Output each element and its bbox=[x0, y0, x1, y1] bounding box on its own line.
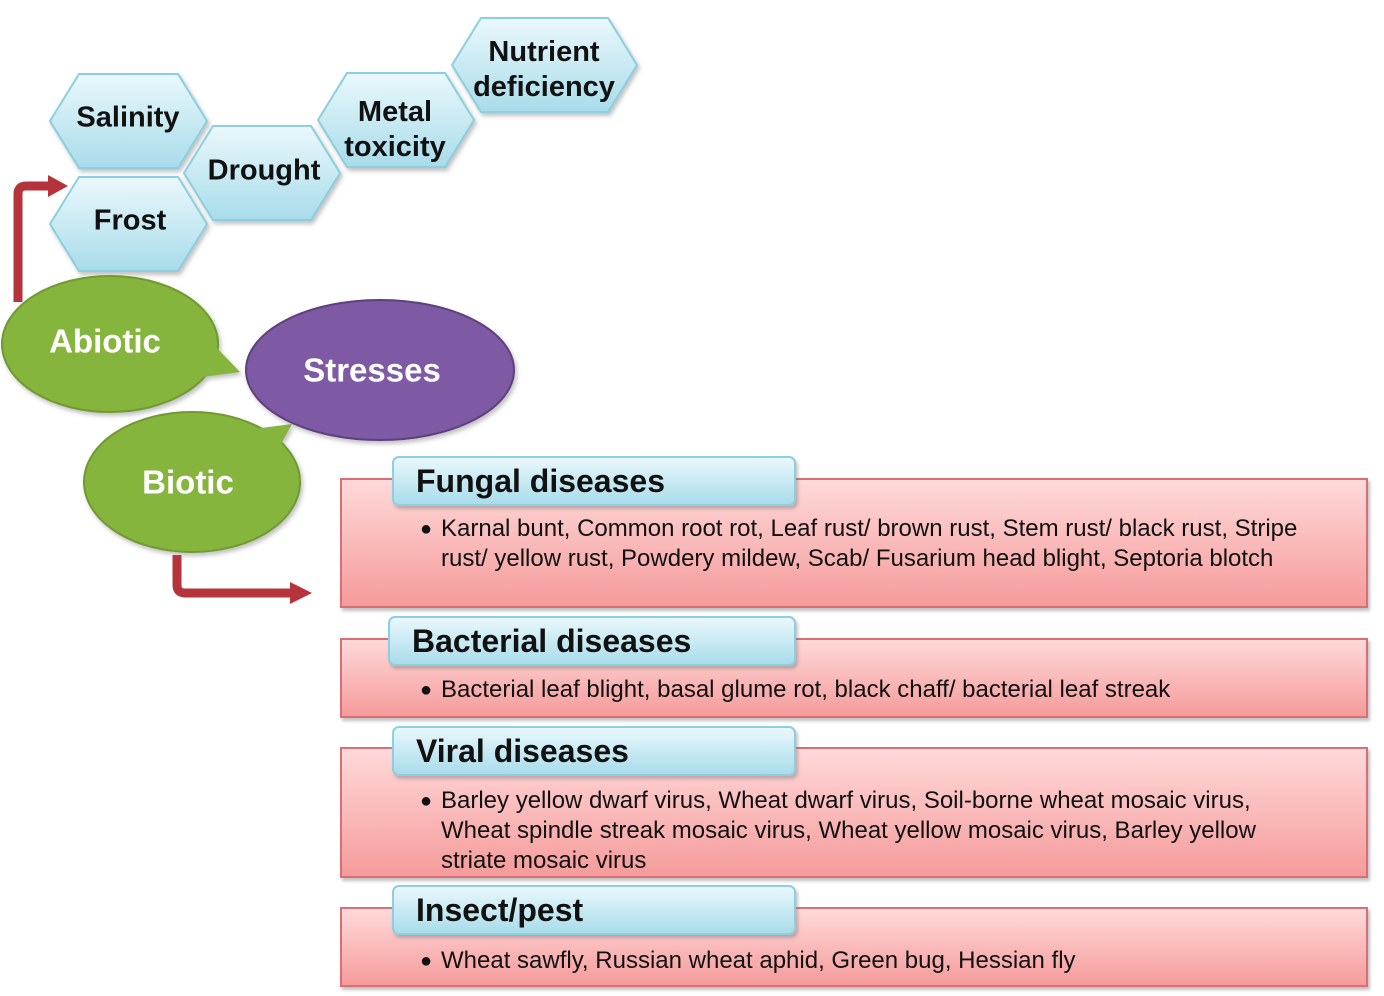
biotic-label: Biotic bbox=[142, 464, 234, 501]
hexagon-frost-label: Frost bbox=[94, 205, 167, 237]
insect-text: Wheat sawfly, Russian wheat aphid, Green… bbox=[441, 947, 1076, 974]
biotic-bubble: Biotic bbox=[83, 411, 301, 553]
hexagon-salinity: Salinity bbox=[48, 73, 209, 169]
viral-text: Barley yellow dwarf virus, Wheat dwarf v… bbox=[441, 787, 1256, 874]
hexagon-frost: Frost bbox=[48, 176, 209, 272]
viral-panel bbox=[340, 747, 1368, 878]
viral-tab: Viral diseases bbox=[392, 726, 796, 776]
bullet-icon: ● bbox=[420, 950, 433, 972]
fungal-tab: Fungal diseases bbox=[392, 456, 796, 506]
bullet-icon: ● bbox=[420, 518, 433, 540]
abiotic-bubble: Abiotic bbox=[1, 275, 240, 413]
abiotic-label: Abiotic bbox=[49, 323, 161, 360]
stresses-node: Stresses bbox=[245, 299, 515, 441]
biotic-arrow bbox=[172, 555, 312, 604]
insect-tab: Insect/pest bbox=[392, 885, 796, 935]
hexagon-drought: Drought bbox=[182, 125, 342, 221]
hexagon-drought-label: Drought bbox=[208, 155, 321, 187]
fungal-text: Karnal bunt, Common root rot, Leaf rust/… bbox=[441, 515, 1298, 572]
bacterial-text: Bacterial leaf blight, basal glume rot, … bbox=[441, 676, 1171, 703]
bullet-icon: ● bbox=[420, 679, 433, 701]
stresses-label: Stresses bbox=[303, 352, 441, 389]
hexagon-salinity-label: Salinity bbox=[76, 102, 179, 134]
bacterial-tab: Bacterial diseases bbox=[388, 616, 796, 666]
bullet-icon: ● bbox=[420, 790, 433, 812]
abiotic-arrow bbox=[13, 175, 68, 302]
